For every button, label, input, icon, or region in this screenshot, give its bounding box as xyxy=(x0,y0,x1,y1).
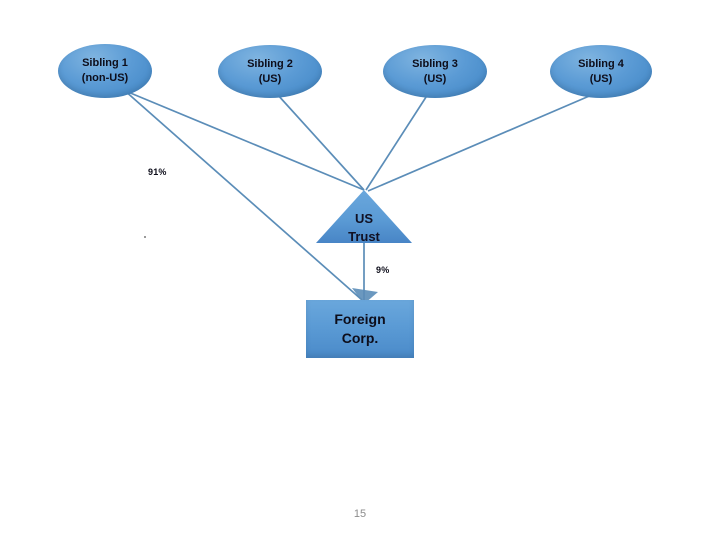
connector-sibling4-to-us-trust xyxy=(367,93,595,192)
node-sibling-1[interactable]: Sibling 1 (non-US) xyxy=(58,44,152,98)
node-sibling-4-line-2: (US) xyxy=(589,72,613,85)
node-sibling-4-line-1: Sibling 4 xyxy=(578,57,624,70)
connector-sibling3-to-us-trust xyxy=(365,93,429,191)
node-sibling-2-line-2: (US) xyxy=(258,72,282,85)
node-foreign-corp-line-1: Foreign xyxy=(334,311,386,328)
node-us-trust[interactable]: US Trust xyxy=(316,190,412,244)
edge-label-9-percent: 9% xyxy=(376,265,390,275)
connector-sibling2-to-us-trust xyxy=(276,93,365,191)
node-us-trust-line-2: Trust xyxy=(348,229,380,244)
node-sibling-1-line-1: Sibling 1 xyxy=(82,57,128,70)
node-us-trust-line-1: US xyxy=(354,211,374,226)
node-foreign-corp-line-2: Corp. xyxy=(341,330,379,346)
page-number: 15 xyxy=(353,508,367,520)
node-sibling-3-line-2: (US) xyxy=(423,72,447,85)
node-sibling-1-line-2: (non-US) xyxy=(81,72,129,84)
node-sibling-4[interactable]: Sibling 4 (US) xyxy=(550,45,652,98)
node-sibling-3-line-1: Sibling 3 xyxy=(412,57,458,70)
node-sibling-3[interactable]: Sibling 3 (US) xyxy=(383,45,487,98)
node-foreign-corp[interactable]: Foreign Corp. xyxy=(306,300,414,358)
node-sibling-2[interactable]: Sibling 2 (US) xyxy=(218,45,322,98)
edge-label-91-percent: 91% xyxy=(148,167,167,177)
stray-dot-artifact xyxy=(144,236,146,238)
node-sibling-2-line-1: Sibling 2 xyxy=(247,57,293,70)
